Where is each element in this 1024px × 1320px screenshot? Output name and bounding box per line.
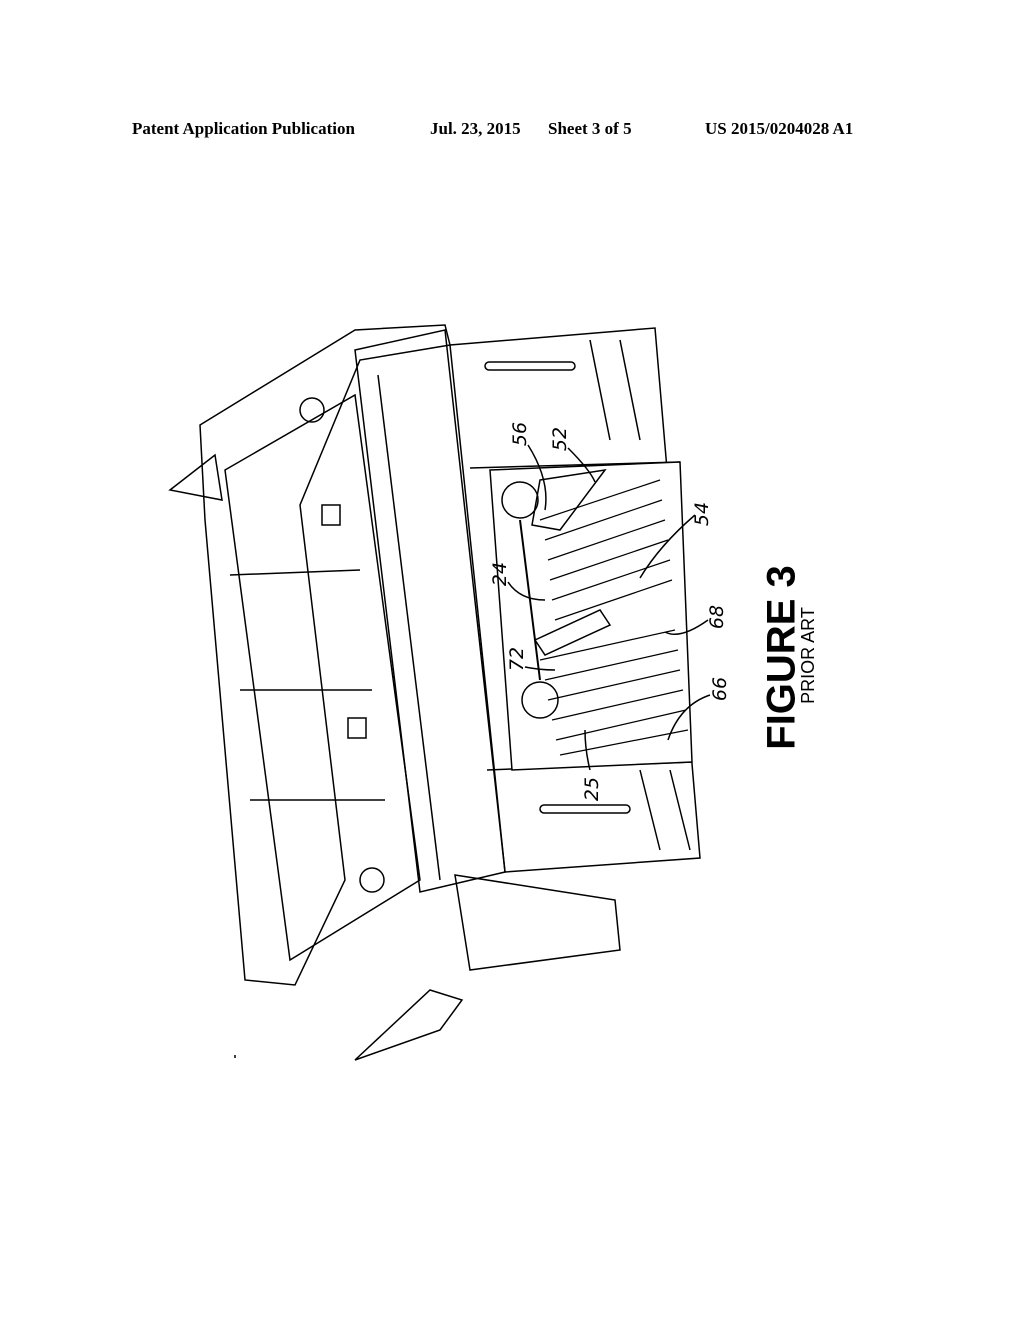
ref-66: 66 (709, 676, 732, 702)
rear-housing (199, 324, 451, 986)
deflector-72 (533, 609, 612, 656)
ref-24: 24 (489, 561, 512, 587)
right-plate (449, 327, 701, 873)
publication-label: Patent Application Publication (132, 119, 355, 138)
ref-72: 72 (506, 646, 529, 672)
ref-68: 68 (706, 604, 729, 630)
sheet-number: Sheet 3 of 5 (548, 119, 632, 138)
lower-box (454, 874, 621, 971)
drive-motor-lower (521, 681, 559, 719)
ref-54: 54 (691, 501, 714, 527)
figure-subtitle: PRIOR ART (797, 607, 818, 704)
housing-floor (224, 393, 421, 962)
conveyor-frame (489, 461, 693, 771)
drive-motor-upper (501, 481, 539, 519)
ref-52: 52 (549, 426, 572, 452)
lower-flap (354, 989, 464, 1061)
front-beam (354, 329, 506, 893)
side-flap (168, 453, 223, 501)
publication-date: Jul. 23, 2015 (430, 119, 521, 138)
conveyor-rollers (539, 479, 689, 756)
publication-number: US 2015/0204028 A1 (705, 119, 854, 138)
ref-56: 56 (509, 421, 532, 447)
ref-25: 25 (581, 776, 604, 802)
